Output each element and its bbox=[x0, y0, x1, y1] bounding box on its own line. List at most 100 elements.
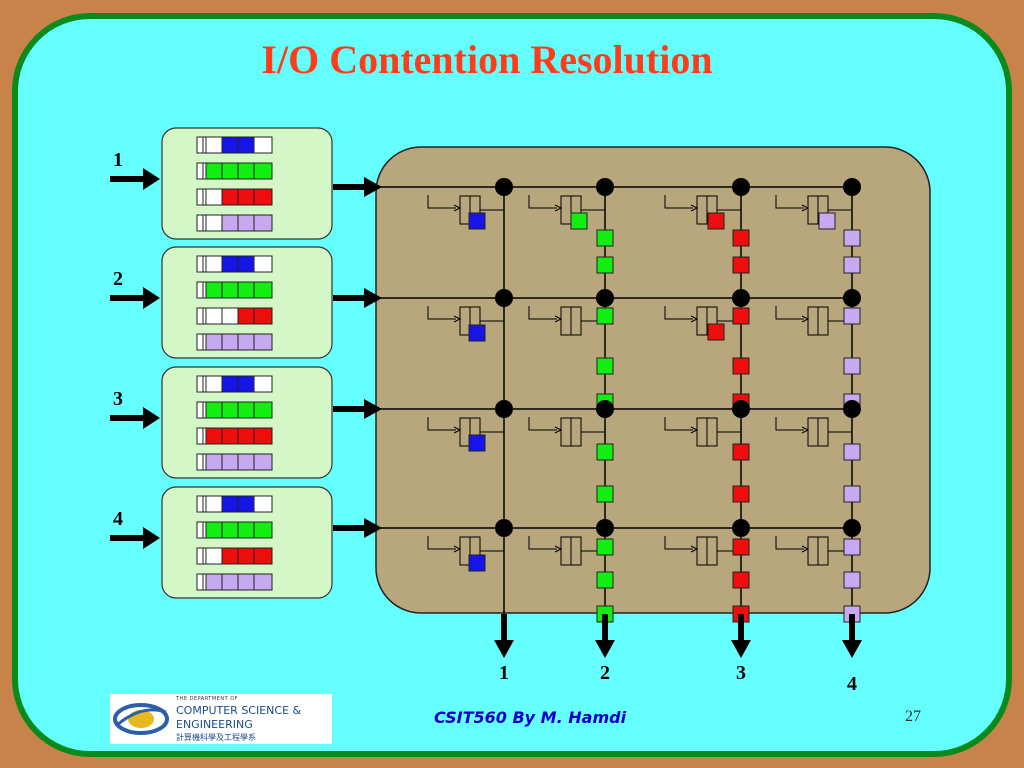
output-cell bbox=[732, 443, 750, 461]
department-logo: THE DEPARTMENT OF COMPUTER SCIENCE & ENG… bbox=[110, 694, 332, 744]
input-arrow-head bbox=[143, 287, 160, 309]
page-number: 27 bbox=[905, 708, 921, 725]
queue-cell bbox=[221, 307, 239, 325]
queue-cell bbox=[221, 495, 239, 513]
queue-cell bbox=[196, 214, 204, 232]
queue-cell bbox=[196, 281, 204, 299]
queue-cell bbox=[221, 281, 239, 299]
crossbar-grid bbox=[376, 178, 861, 623]
logo-line-2: COMPUTER SCIENCE & bbox=[176, 704, 302, 717]
input-label: 1 bbox=[113, 149, 123, 171]
output-cell bbox=[596, 357, 614, 375]
input-arrow-head bbox=[143, 168, 160, 190]
crosspoint-tap bbox=[427, 306, 456, 320]
queue-cell bbox=[253, 401, 273, 419]
crosspoint-dot bbox=[495, 519, 513, 537]
crosspoint-dot bbox=[732, 289, 750, 307]
output-label: 4 bbox=[847, 673, 857, 695]
switch-fabric bbox=[375, 146, 931, 614]
output-cell bbox=[570, 212, 588, 230]
queue-cell bbox=[221, 333, 239, 351]
output-label: 3 bbox=[736, 662, 746, 684]
queue-cell bbox=[253, 281, 273, 299]
queue-cell bbox=[221, 375, 239, 393]
crosspoint-dot bbox=[732, 400, 750, 418]
queue-cell bbox=[237, 281, 255, 299]
fabric-input-arrow-head bbox=[364, 399, 382, 419]
queue-cell bbox=[205, 573, 223, 591]
crosspoint-tap bbox=[427, 195, 456, 209]
queue-cell bbox=[221, 214, 239, 232]
crosspoint-tap bbox=[427, 417, 456, 431]
logo-line-3: ENGINEERING bbox=[176, 718, 253, 731]
fabric-input-arrow-head bbox=[364, 177, 382, 197]
queue-cell bbox=[205, 136, 223, 154]
crosspoint-dot bbox=[495, 400, 513, 418]
queue-cell bbox=[221, 573, 239, 591]
output-cell bbox=[732, 571, 750, 589]
input-label: 4 bbox=[113, 508, 123, 530]
queue-cell bbox=[205, 333, 223, 351]
voq-box bbox=[161, 486, 333, 599]
output-cell bbox=[818, 212, 836, 230]
input-arrow-head bbox=[143, 407, 160, 429]
queue-cell bbox=[221, 188, 239, 206]
crosspoint-tap bbox=[528, 306, 557, 320]
voq-box bbox=[161, 366, 333, 479]
output-cell bbox=[732, 256, 750, 274]
output-arrow-head bbox=[842, 640, 862, 658]
queue-cell bbox=[237, 573, 255, 591]
voq-box bbox=[161, 246, 333, 359]
queue-cell bbox=[237, 401, 255, 419]
output-cell bbox=[843, 571, 861, 589]
queue-cell bbox=[205, 521, 223, 539]
queue-cell bbox=[253, 136, 273, 154]
output-label: 1 bbox=[499, 662, 509, 684]
queue-cell bbox=[237, 375, 255, 393]
output-cell bbox=[843, 307, 861, 325]
queue-cell bbox=[253, 214, 273, 232]
crosspoint-tap bbox=[664, 417, 693, 431]
output-cell bbox=[843, 485, 861, 503]
queue-cell bbox=[196, 453, 204, 471]
output-cell bbox=[468, 434, 486, 452]
crosspoint-tap bbox=[775, 536, 804, 550]
voq-box bbox=[161, 127, 333, 240]
crosspoint-dot bbox=[843, 400, 861, 418]
output-cell bbox=[843, 357, 861, 375]
queue-cell bbox=[237, 333, 255, 351]
crosspoint-tap bbox=[528, 417, 557, 431]
crosspoint-tap bbox=[775, 306, 804, 320]
queue-cell bbox=[237, 453, 255, 471]
output-arrow-head bbox=[731, 640, 751, 658]
crosspoint-dot bbox=[596, 178, 614, 196]
crosspoint-dot bbox=[843, 178, 861, 196]
queue-cell bbox=[205, 427, 223, 445]
queue-cell bbox=[196, 255, 204, 273]
output-cell bbox=[732, 357, 750, 375]
output-arrow-head bbox=[595, 640, 615, 658]
queue-cell bbox=[221, 453, 239, 471]
crosspoint-tap bbox=[664, 306, 693, 320]
output-cell bbox=[707, 212, 725, 230]
queue-cell bbox=[253, 521, 273, 539]
crosspoint-dot bbox=[596, 400, 614, 418]
queue-cell bbox=[221, 401, 239, 419]
queue-cell bbox=[205, 214, 223, 232]
queue-cell bbox=[205, 401, 223, 419]
fabric-input-arrow-head bbox=[364, 518, 382, 538]
output-cell bbox=[732, 307, 750, 325]
queue-cell bbox=[205, 255, 223, 273]
queue-cell bbox=[196, 188, 204, 206]
logo-emblem-icon bbox=[113, 703, 169, 735]
queue-cell bbox=[237, 495, 255, 513]
queue-cell bbox=[205, 307, 223, 325]
crosspoint-dot bbox=[495, 289, 513, 307]
output-cell bbox=[596, 443, 614, 461]
queue-cell bbox=[253, 573, 273, 591]
crosspoint-tap bbox=[528, 536, 557, 550]
output-cell bbox=[596, 307, 614, 325]
